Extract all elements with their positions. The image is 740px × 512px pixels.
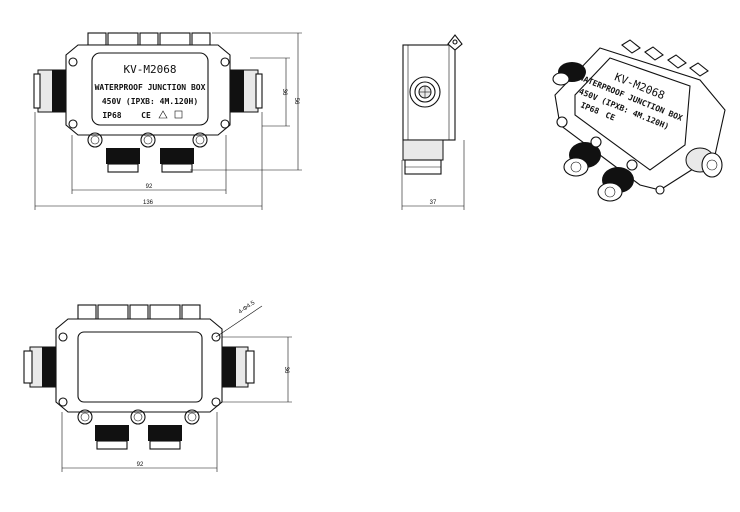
front-dim-92: 92 bbox=[146, 184, 153, 190]
front-dim-56: 56 bbox=[293, 98, 299, 105]
front-ip-label: IP68 bbox=[102, 111, 121, 120]
square-icon bbox=[174, 110, 183, 119]
front-title-label: WATERPROOF JUNCTION BOX bbox=[95, 83, 206, 92]
isometric-view: KV-M2068 WATERPROOF JUNCTION BOX 450V (I… bbox=[552, 39, 726, 202]
front-model-label: KV-M2068 bbox=[124, 63, 177, 76]
front-dim-136: 136 bbox=[143, 200, 154, 206]
front-ce-label: CE bbox=[141, 111, 151, 120]
back-hole-label: 4-Φ4.5 bbox=[238, 300, 257, 316]
front-view: KV-M2068 WATERPROOF JUNCTION BOX 450V (I… bbox=[33, 32, 302, 210]
front-rating-label: 450V (IPXB: 4M.120H) bbox=[102, 97, 198, 106]
back-view: 4-Φ4.5 92 36 bbox=[23, 300, 292, 472]
back-dim-92: 92 bbox=[137, 462, 144, 468]
front-dim-36: 36 bbox=[281, 89, 287, 96]
side-view: 37 bbox=[401, 34, 465, 210]
back-dim-36: 36 bbox=[283, 367, 289, 374]
iso-ce-label: CE bbox=[604, 111, 616, 123]
side-dim-37: 37 bbox=[430, 200, 437, 206]
recycle-icon bbox=[158, 110, 168, 119]
